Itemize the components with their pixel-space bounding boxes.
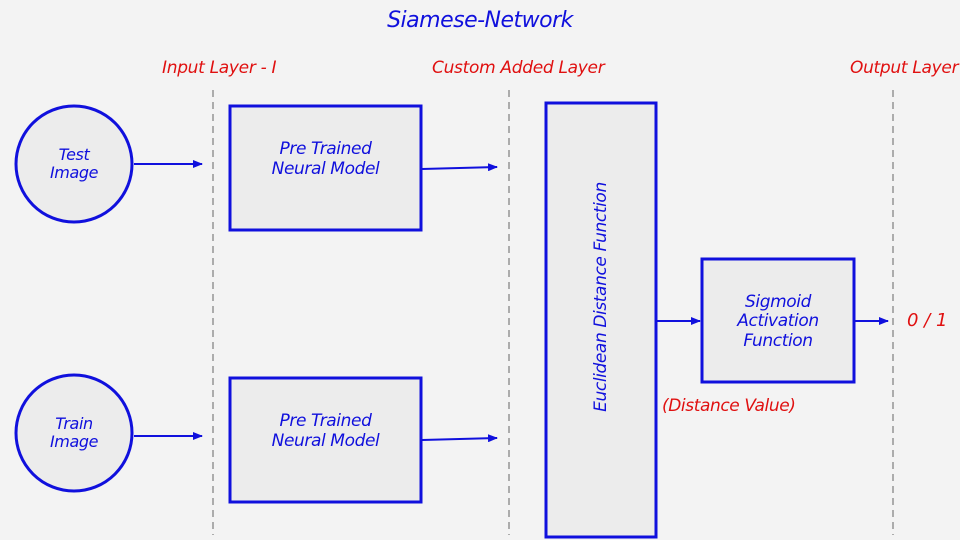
train-image-label: Train Image	[16, 375, 132, 491]
sigmoid-label-line3: Function	[743, 330, 813, 351]
pretrained-model-top-line1: Pre Trained	[279, 139, 372, 160]
custom-layer-label: Custom Added Layer	[432, 58, 605, 78]
euclidean-distance-box	[544, 101, 658, 539]
train-image-label-line2: Image	[49, 432, 99, 451]
test-image-label-line1: Test	[58, 144, 90, 164]
pretrained-model-top-line2: Neural Model	[271, 159, 380, 179]
arrow-model-bottom-out	[421, 434, 498, 443]
pretrained-model-bottom-line2: Neural Model	[271, 431, 380, 451]
train-image-label-line1: Train	[55, 413, 93, 433]
test-image-label-line2: Image	[49, 163, 99, 182]
pretrained-model-top-box	[228, 104, 423, 232]
pretrained-model-top-label: Pre Trained Neural Model	[230, 128, 421, 192]
sigmoid-box	[700, 257, 856, 384]
input-layer-label: Input Layer - I	[162, 58, 277, 78]
test-image-label: Test Image	[16, 106, 132, 222]
pretrained-model-bottom-box	[228, 376, 423, 504]
sigmoid-label-line2: Activation	[737, 311, 819, 332]
pretrained-model-bottom-line1: Pre Trained	[279, 411, 372, 432]
pretrained-model-bottom-label: Pre Trained Neural Model	[230, 400, 421, 464]
euclidean-distance-label: Euclidean Distance Function	[591, 182, 611, 412]
train-image-node	[14, 373, 134, 493]
distance-value-label: (Distance Value)	[662, 396, 796, 416]
test-image-node	[14, 104, 134, 224]
output-value-label: 0 / 1	[907, 310, 948, 331]
sigmoid-label: Sigmoid Activation Function	[702, 280, 854, 364]
sigmoid-label-line1: Sigmoid	[745, 291, 811, 312]
arrow-model-top-out	[421, 163, 498, 172]
diagram-title: Siamese-Network	[387, 8, 573, 33]
output-layer-label: Output Layer	[850, 58, 959, 78]
